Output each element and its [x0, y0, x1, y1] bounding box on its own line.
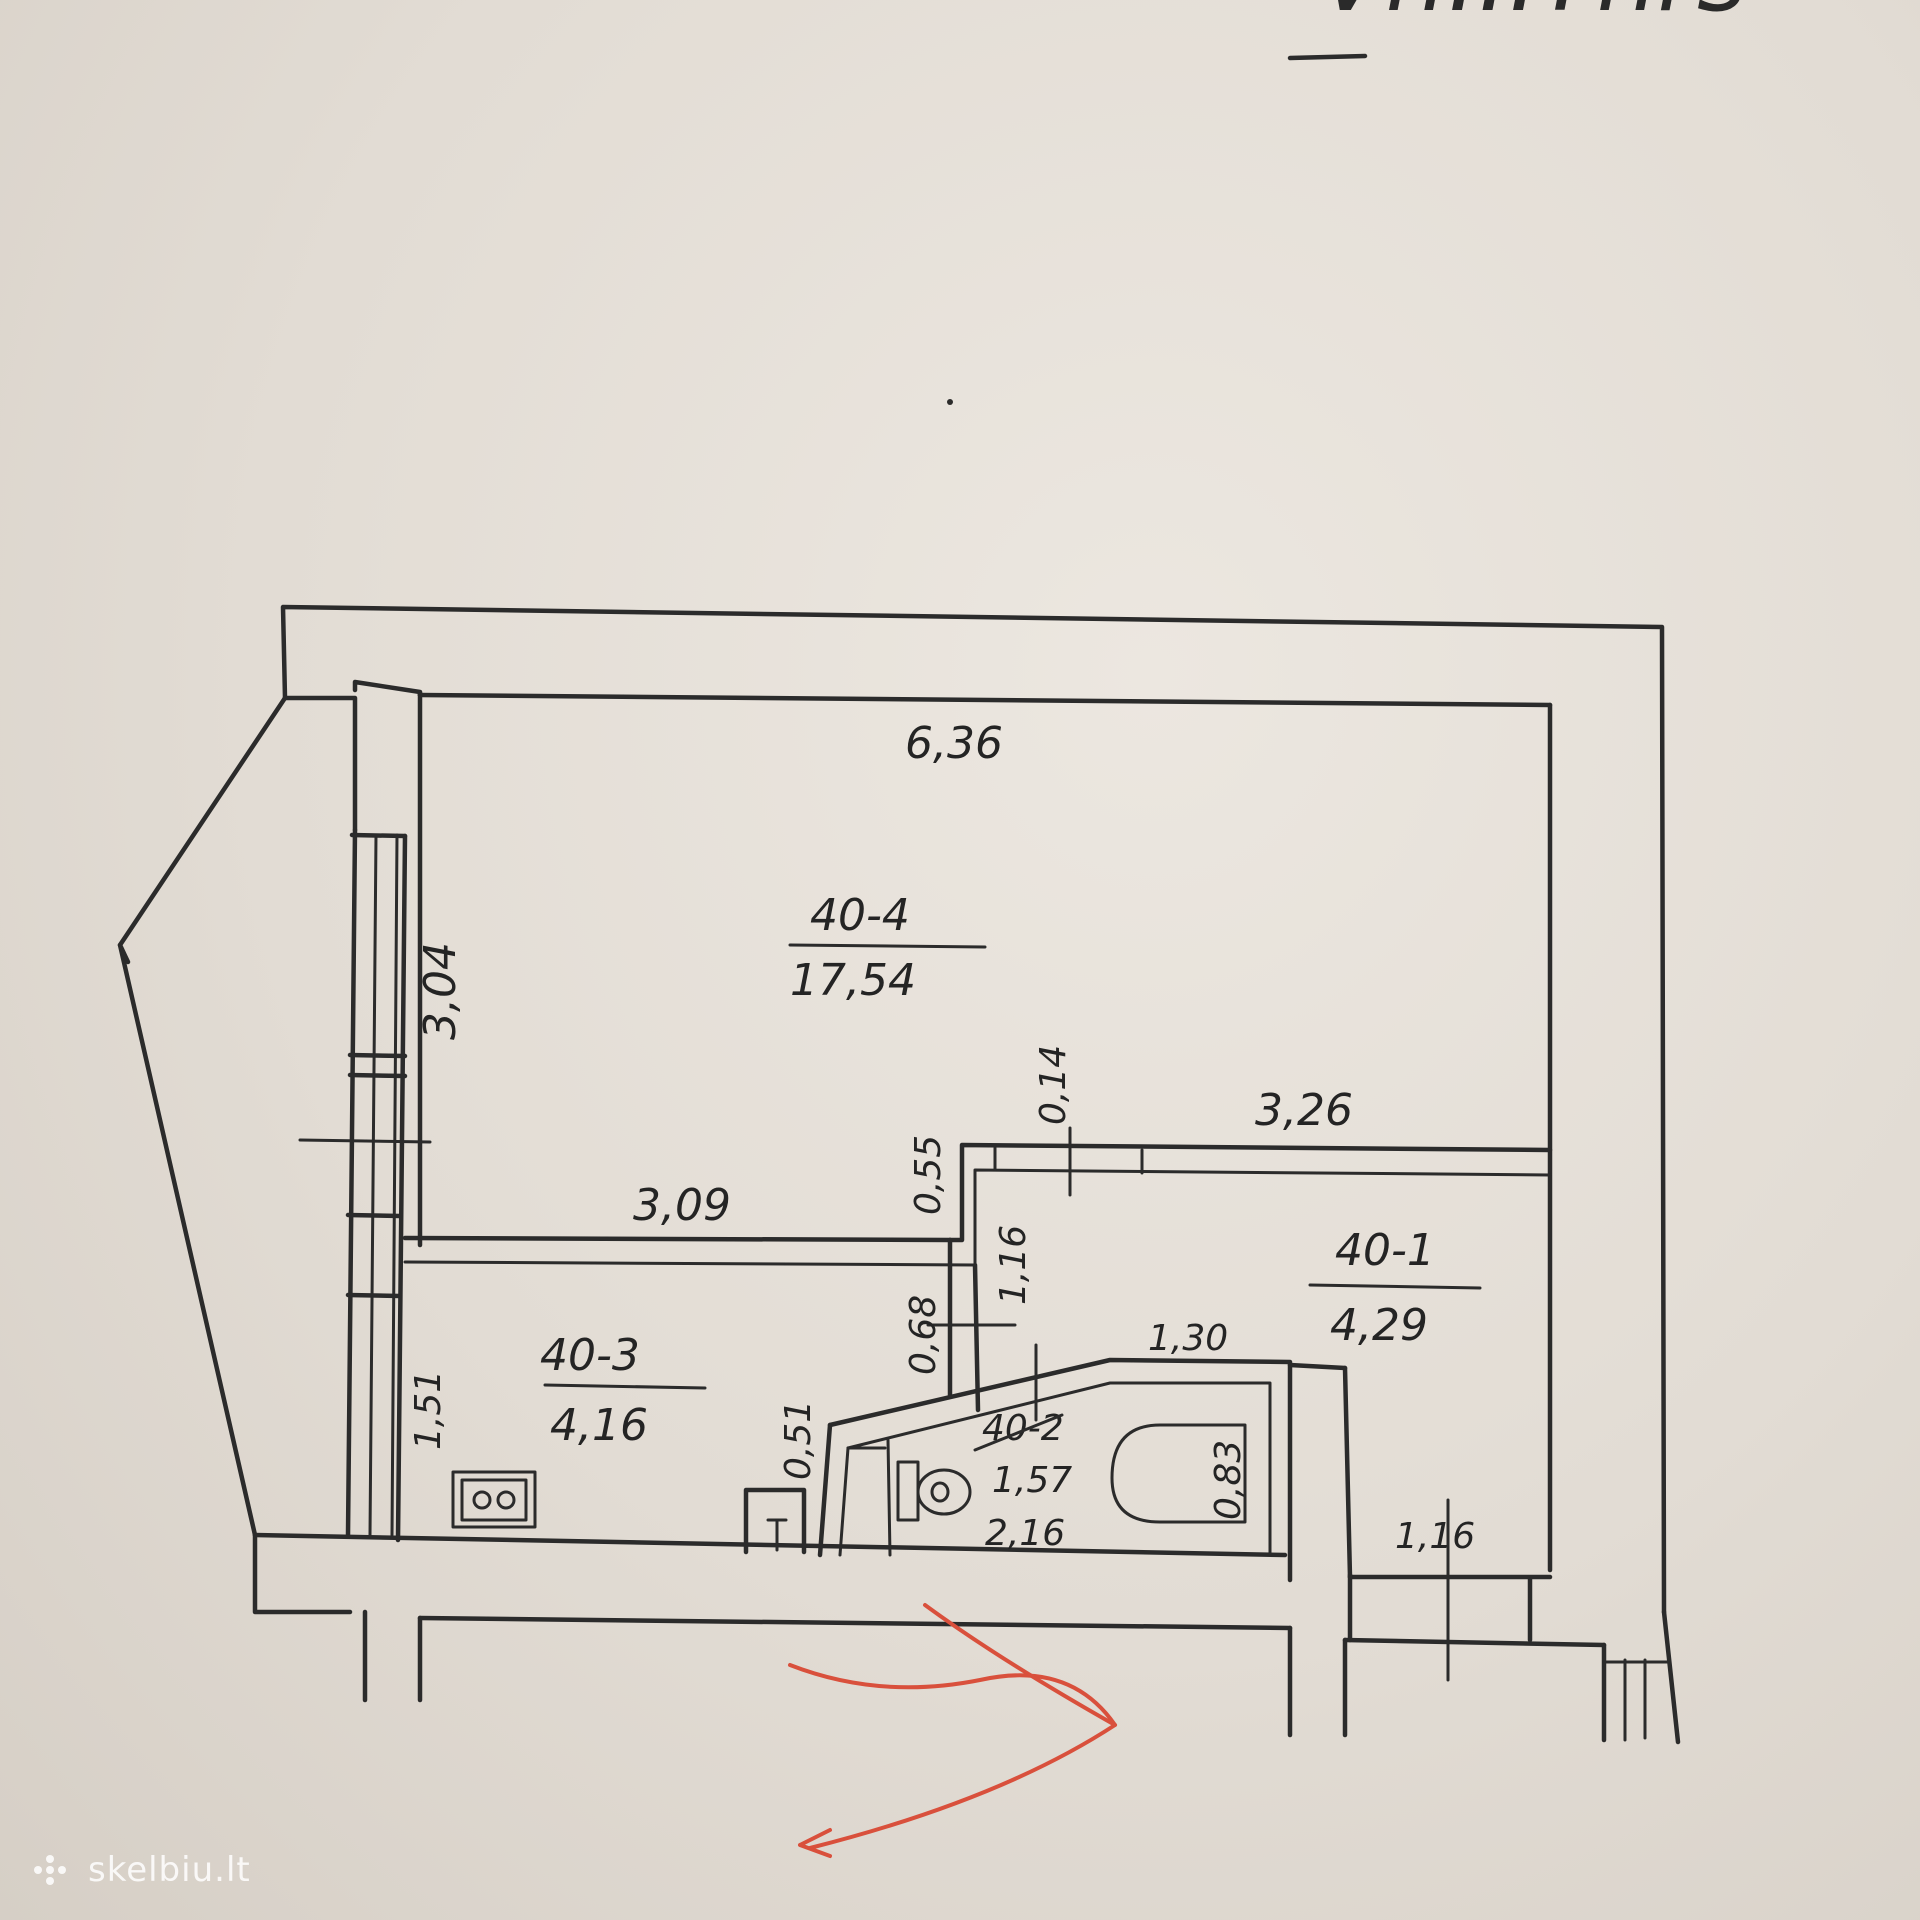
header-underline	[1287, 53, 1368, 61]
room-id-label: 40-1	[1335, 1225, 1435, 1276]
stove-icon	[451, 1470, 537, 1529]
outer-walls	[117, 604, 1681, 1745]
room-area-label: 4,29	[1330, 1300, 1428, 1351]
room-id-label: 40-4	[810, 890, 910, 941]
room-area-label: 4,16	[550, 1400, 648, 1451]
dim-bath-130: 1,30	[1148, 1318, 1228, 1359]
room-area-label: 1,57	[992, 1460, 1072, 1501]
dim-left-height: 3,04	[415, 942, 466, 1040]
dim-vert-116: 1,16	[993, 1225, 1034, 1305]
dim-partition-left: 3,09	[633, 1180, 731, 1231]
dim-gap-055: 0,55	[908, 1135, 949, 1215]
watermark: skelbiu.lt	[34, 1850, 251, 1890]
room-fraction-bar	[543, 1383, 707, 1390]
room-area-label: 17,54	[790, 955, 916, 1006]
room-fraction-bar	[788, 943, 987, 949]
header-fragment-text: Vn...Tnrs	[1320, 0, 1747, 33]
watermark-text: skelbiu.lt	[88, 1850, 251, 1890]
room-40-2: 40-2 1,57 2,16	[973, 1408, 1072, 1554]
dim-top-width: 6,36	[905, 718, 1003, 769]
room-40-4: 40-4 17,54	[788, 890, 987, 1006]
room-id-label: 40-3	[540, 1330, 640, 1381]
bathtub-icon	[1110, 1423, 1247, 1524]
room-area-label-2: 2,16	[985, 1513, 1065, 1554]
dimension-labels: 6,36 3,04 1,51 3,09 3,26 0,55 0,14 1,16 …	[408, 718, 1475, 1557]
room-fraction-bar	[973, 1413, 1064, 1452]
watermark-logo-icon	[34, 1855, 78, 1885]
dim-gap-051: 0,51	[778, 1400, 819, 1480]
toilet-icon	[896, 1460, 972, 1522]
dim-door-116: 1,16	[1395, 1516, 1475, 1557]
dim-gap-068: 0,68	[903, 1295, 944, 1375]
room-fraction-bar	[1308, 1283, 1482, 1290]
dim-room3-height: 1,51	[408, 1370, 449, 1450]
entry-arrow-icon	[788, 1603, 1117, 1858]
room-40-1: 40-1 4,29	[1308, 1225, 1482, 1351]
dim-bath-083: 0,83	[1208, 1440, 1249, 1520]
interior-partitions	[402, 1126, 1553, 1583]
dim-partition-right: 3,26	[1255, 1085, 1353, 1136]
room-40-3: 40-3 4,16	[540, 1330, 707, 1451]
ink-dot	[947, 399, 953, 405]
dim-gap-014: 0,14	[1033, 1045, 1074, 1125]
sink-icon	[743, 1487, 807, 1555]
